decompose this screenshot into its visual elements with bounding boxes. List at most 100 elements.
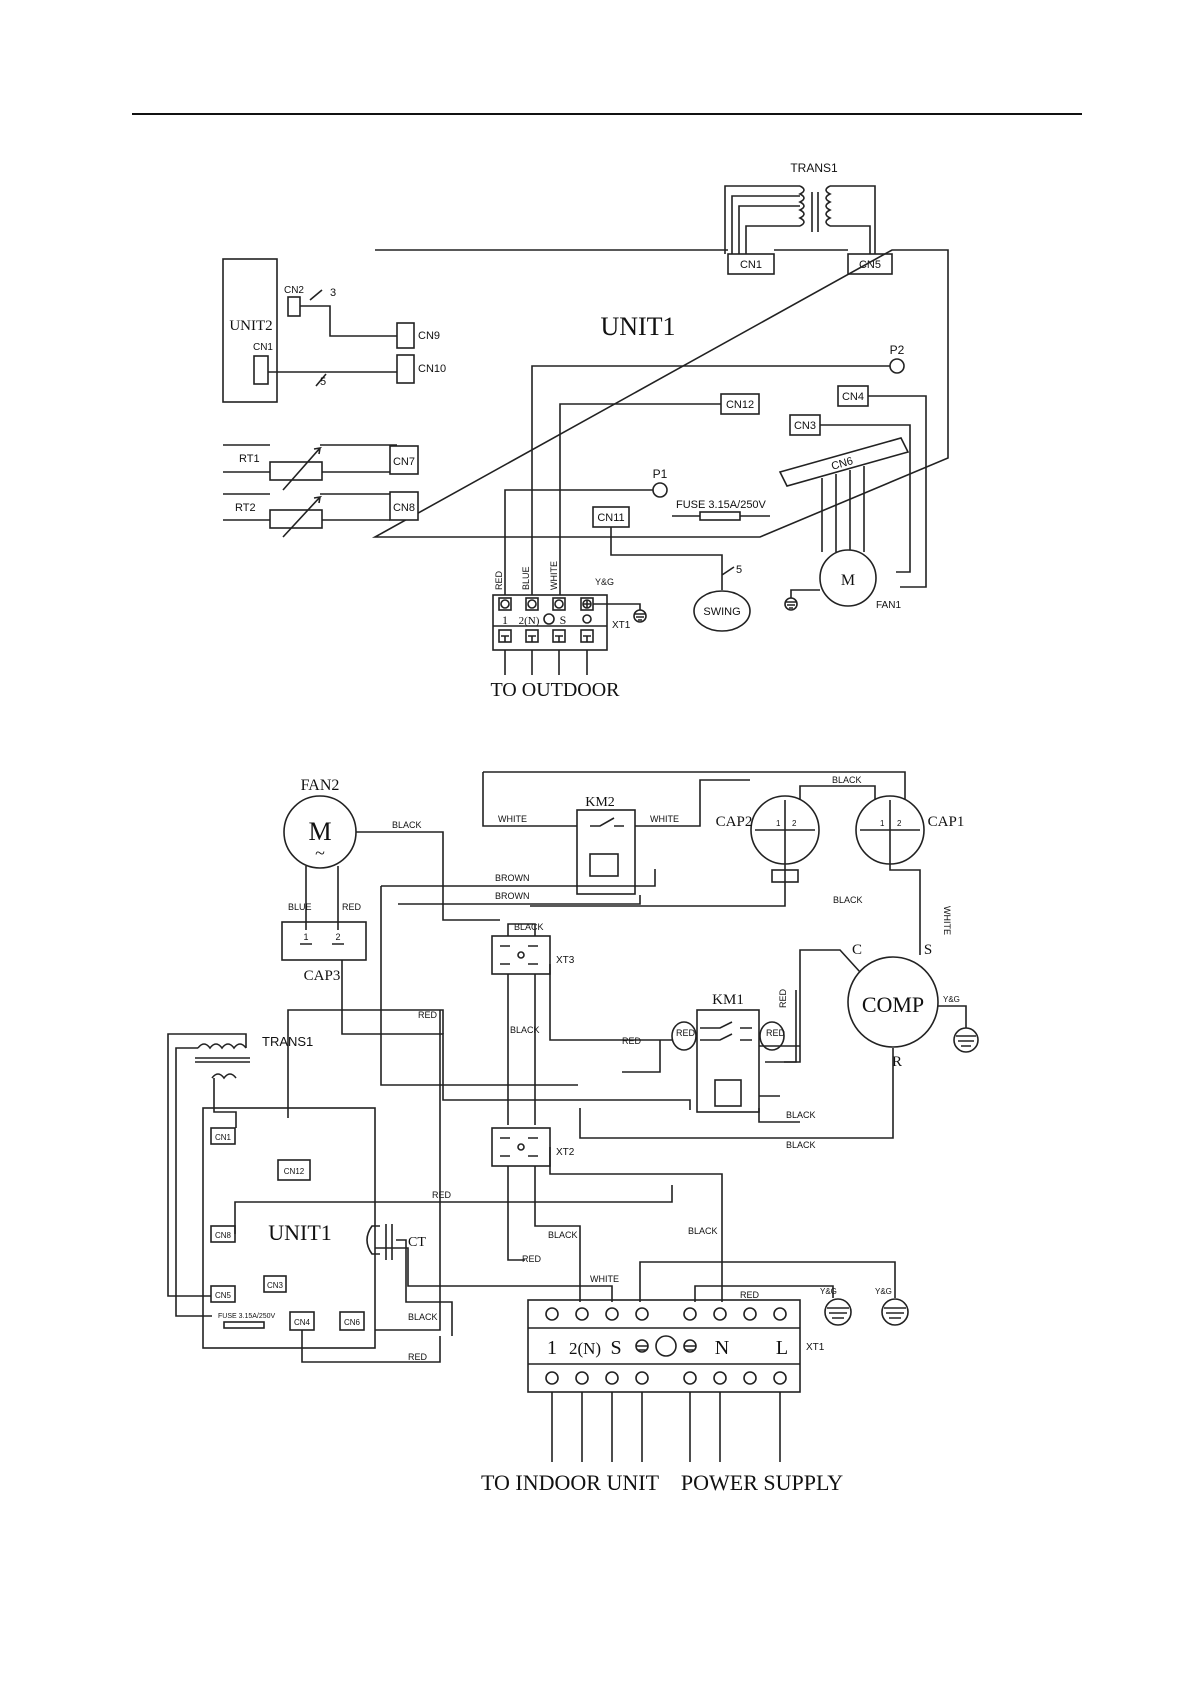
yg-wire-label: Y&G [595, 577, 614, 587]
wire-5a-label: 5 [320, 376, 326, 388]
km1-red-c-label: RED [778, 988, 788, 1008]
xt3-label: XT3 [556, 955, 575, 966]
cap2-pin-1: 1 [776, 819, 781, 828]
km2-relay [576, 809, 636, 895]
unit1-label: UNIT1 [600, 312, 675, 341]
unit2-cn1 [253, 355, 269, 385]
black-km1-label: BLACK [786, 1110, 816, 1120]
cn9-connector [396, 322, 415, 349]
fan2-red-label: RED [342, 902, 362, 912]
yg-a-label: Y&G [820, 1287, 837, 1296]
cap1-pin-1: 1 [880, 819, 885, 828]
km1-relay [696, 1009, 760, 1113]
wire-5b-label: 5 [736, 564, 742, 576]
black-mid-label: BLACK [833, 895, 863, 905]
xt1-outdoor-screws [545, 1307, 787, 1385]
xt1-outdoor-label: XT1 [806, 1342, 825, 1353]
unit2-cn1-label: CN1 [253, 342, 273, 353]
red-wire-f-label: RED [408, 1352, 428, 1362]
fan2-blue-label: BLUE [288, 902, 312, 912]
unit2-cn2 [287, 296, 301, 317]
xt1-terminal-block [492, 594, 608, 651]
power-supply-label: POWER SUPPLY [681, 1470, 843, 1495]
unit2-board [222, 258, 278, 403]
white-cap1-label: WHITE [942, 906, 952, 935]
cn1-connector [727, 253, 775, 275]
wire-3-label: 3 [330, 287, 336, 299]
black-wire-d-label: BLACK [408, 1312, 438, 1322]
xt1-screws [498, 597, 594, 643]
blue-wire-label: BLUE [521, 566, 531, 590]
compressor [847, 956, 939, 1048]
xt3-black-label: BLACK [514, 922, 544, 932]
indoor-wiring-diagram: TRANS1 CN1 CN5 UNIT1 UNIT2 CN2 CN1 3 5 C… [222, 161, 949, 701]
white-wire-2-label: WHITE [650, 814, 679, 824]
red-wire-b-label: RED [418, 1010, 438, 1020]
cn4-outdoor-label: CN4 [294, 1318, 311, 1327]
comp-label: COMP [862, 992, 924, 1017]
black-km1b-label: BLACK [786, 1140, 816, 1150]
cap1-pin-2: 2 [897, 819, 902, 828]
cn10-connector [396, 354, 415, 384]
km1-coil [714, 1079, 742, 1107]
cn8-outdoor-label: CN8 [215, 1231, 232, 1240]
comp-s-label: S [924, 942, 932, 958]
cap2-label: CAP2 [716, 814, 753, 830]
fuse-outdoor-label: FUSE 3.15A/250V [218, 1313, 276, 1320]
trans1-label: TRANS1 [790, 161, 838, 175]
indoor-transformer: TRANS1 [724, 161, 876, 254]
comp-c-label: C [852, 942, 862, 958]
cn6-connector [778, 437, 910, 487]
ct-label: CT [408, 1235, 426, 1250]
white-wire-label: WHITE [549, 561, 559, 590]
km2-coil [589, 853, 619, 877]
swing-motor [693, 590, 751, 632]
cn11-label: CN11 [597, 512, 624, 524]
unit1-outdoor-label: UNIT1 [268, 1220, 332, 1245]
cn1-outdoor-label: CN1 [215, 1133, 232, 1142]
cap3-capacitor [281, 921, 367, 961]
cn12-label: CN12 [726, 399, 754, 411]
unit2-cn2-label: CN2 [284, 285, 304, 296]
xt1-outdoor-terminal-2n: 2(N) [569, 1339, 601, 1358]
outdoor-wiring-diagram: FAN2 M ~ BLACK BLUE RED 1 2 CAP3 BROWN B… [167, 771, 979, 1495]
cn8-connector [389, 491, 419, 521]
fan1-ground-icon [784, 597, 798, 611]
p2-terminal [889, 358, 905, 374]
cn9-label: CN9 [418, 330, 440, 342]
cap1-label: CAP1 [928, 814, 965, 830]
brown-wire-1-label: BROWN [495, 873, 530, 883]
to-outdoor-label: TO OUTDOOR [490, 679, 620, 701]
cn6-outdoor [339, 1311, 365, 1331]
cn3-label: CN3 [794, 420, 816, 432]
cn1-label: CN1 [740, 259, 762, 271]
fan1-label: FAN1 [876, 600, 901, 611]
p1-label: P1 [653, 467, 668, 481]
xt3-terminal-block [491, 935, 551, 975]
black-wire-c-label: BLACK [688, 1226, 718, 1236]
yg-b-label: Y&G [875, 1287, 892, 1296]
xt1-outdoor-terminal-s: S [610, 1337, 621, 1359]
swing-label: SWING [703, 606, 740, 618]
xt1-ground-icon [633, 609, 647, 623]
rt2-label: RT2 [235, 502, 256, 514]
fan2-black-label: BLACK [392, 820, 422, 830]
unit1-board [371, 249, 949, 538]
cap3-label: CAP3 [304, 968, 341, 984]
red-wire-c-label: RED [432, 1190, 452, 1200]
black-wire-a-label: BLACK [510, 1025, 540, 1035]
fan2-tilde: ~ [315, 843, 325, 863]
cn5-label: CN5 [859, 259, 881, 271]
red-wire-label: RED [494, 570, 504, 590]
cn1-outdoor [210, 1127, 236, 1145]
xt1-label: XT1 [612, 620, 631, 631]
xt1-outdoor-terminal-1: 1 [547, 1337, 557, 1359]
cn7-label: CN7 [393, 456, 415, 468]
cn3-outdoor [263, 1275, 287, 1293]
rt1-thermistor [223, 444, 397, 491]
cap2-pin-2: 2 [792, 819, 797, 828]
comp-ground-icon [953, 1027, 979, 1053]
fan1-motor-symbol: M [841, 572, 855, 589]
km1-red-a-label: RED [676, 1028, 696, 1038]
cn5-outdoor [210, 1285, 236, 1303]
